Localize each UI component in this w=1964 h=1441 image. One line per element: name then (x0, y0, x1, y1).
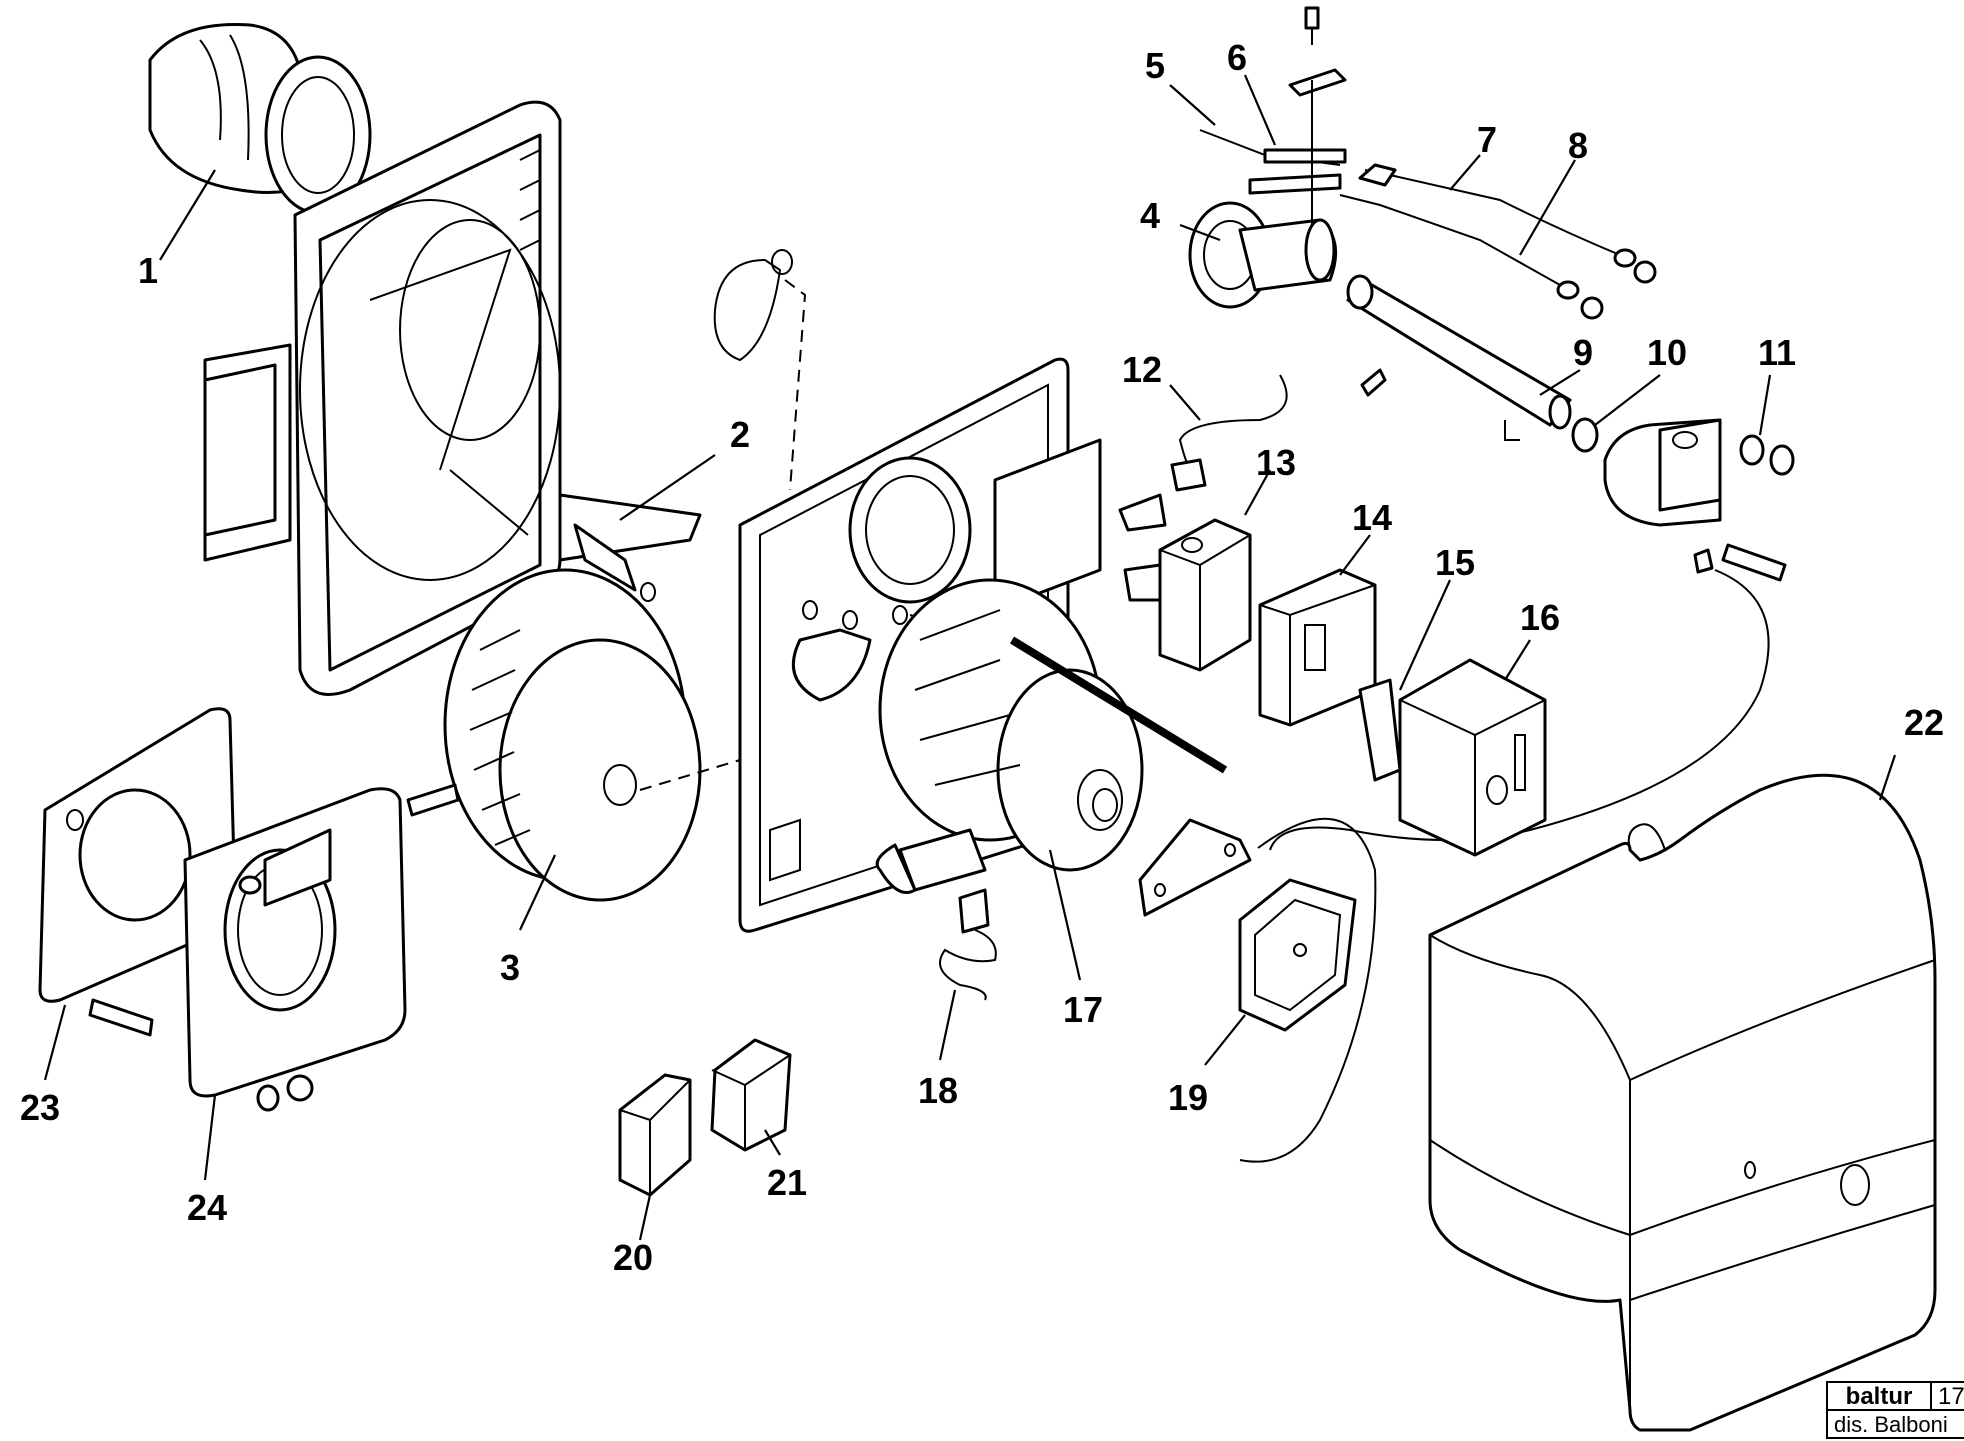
linkage-loop (713, 249, 807, 491)
callout-6: 6 (1227, 37, 1247, 78)
callout-7: 7 (1477, 119, 1497, 160)
callout-18: 18 (918, 1070, 958, 1111)
callout-19: 19 (1168, 1077, 1208, 1118)
part-24-flange (88, 783, 460, 1112)
part-20-plug (618, 1073, 692, 1197)
title-block-author: dis. Balboni (1826, 1409, 1964, 1439)
part-21-socket (710, 1038, 792, 1152)
leader-lines (43, 74, 1897, 1241)
callout-9: 9 (1573, 332, 1593, 373)
part-22-burner-cover (1428, 773, 1937, 1432)
part-14-control-base (1258, 568, 1377, 727)
part-15-16-control-box (1358, 658, 1547, 857)
part-19-air-pressure-switch (1238, 878, 1357, 1032)
callout-22: 22 (1904, 702, 1944, 743)
callout-3: 3 (500, 947, 520, 988)
part-13-ignition-transformer (1158, 518, 1252, 672)
part-2-air-damper (449, 469, 702, 602)
callout-12: 12 (1122, 349, 1162, 390)
callout-11: 11 (1758, 332, 1796, 373)
oil-hose (1239, 543, 1787, 1163)
motor-bracket (1138, 818, 1252, 917)
part-5-6-electrodes (1199, 6, 1347, 225)
part-11-washers (1739, 434, 1795, 476)
callout-2: 2 (730, 414, 750, 455)
title-block-brand: baltur (1826, 1381, 1932, 1411)
callout-23: 23 (20, 1087, 60, 1128)
callout-14: 14 (1352, 497, 1392, 538)
callout-16: 16 (1520, 597, 1560, 638)
callout-13: 13 (1256, 442, 1296, 483)
callout-4: 4 (1140, 195, 1160, 236)
part-17-motor (875, 578, 1228, 894)
callout-24: 24 (187, 1187, 227, 1228)
callout-5: 5 (1145, 45, 1165, 86)
part-10-o-ring (1571, 417, 1599, 453)
callout-10: 10 (1647, 332, 1687, 373)
part-9-nozzle-tube (1346, 274, 1572, 441)
callout-1: 1 (138, 250, 158, 291)
callout-numbers: 1 2 3 4 5 6 7 8 9 10 11 12 13 14 15 16 1… (20, 37, 1944, 1278)
fan-housing (203, 100, 562, 696)
callout-21: 21 (767, 1162, 807, 1203)
part-12-photocell (1170, 374, 1288, 492)
callout-15: 15 (1435, 542, 1475, 583)
part-4-nozzle-holder (1188, 201, 1338, 309)
part-18-capacitor-lead (939, 888, 997, 1001)
callout-17: 17 (1063, 989, 1103, 1030)
callout-8: 8 (1568, 125, 1588, 166)
part-3-fan-wheel (443, 568, 741, 902)
part-7-8-cables (1339, 163, 1657, 320)
ignition-connectors (1118, 493, 1167, 602)
oil-pump-body (1603, 418, 1722, 527)
title-block-code: 17 (1930, 1381, 1964, 1411)
part-1-blast-tube (148, 22, 372, 215)
title-block: baltur 17 dis. Balboni (1826, 1381, 1964, 1441)
callout-20: 20 (613, 1237, 653, 1278)
